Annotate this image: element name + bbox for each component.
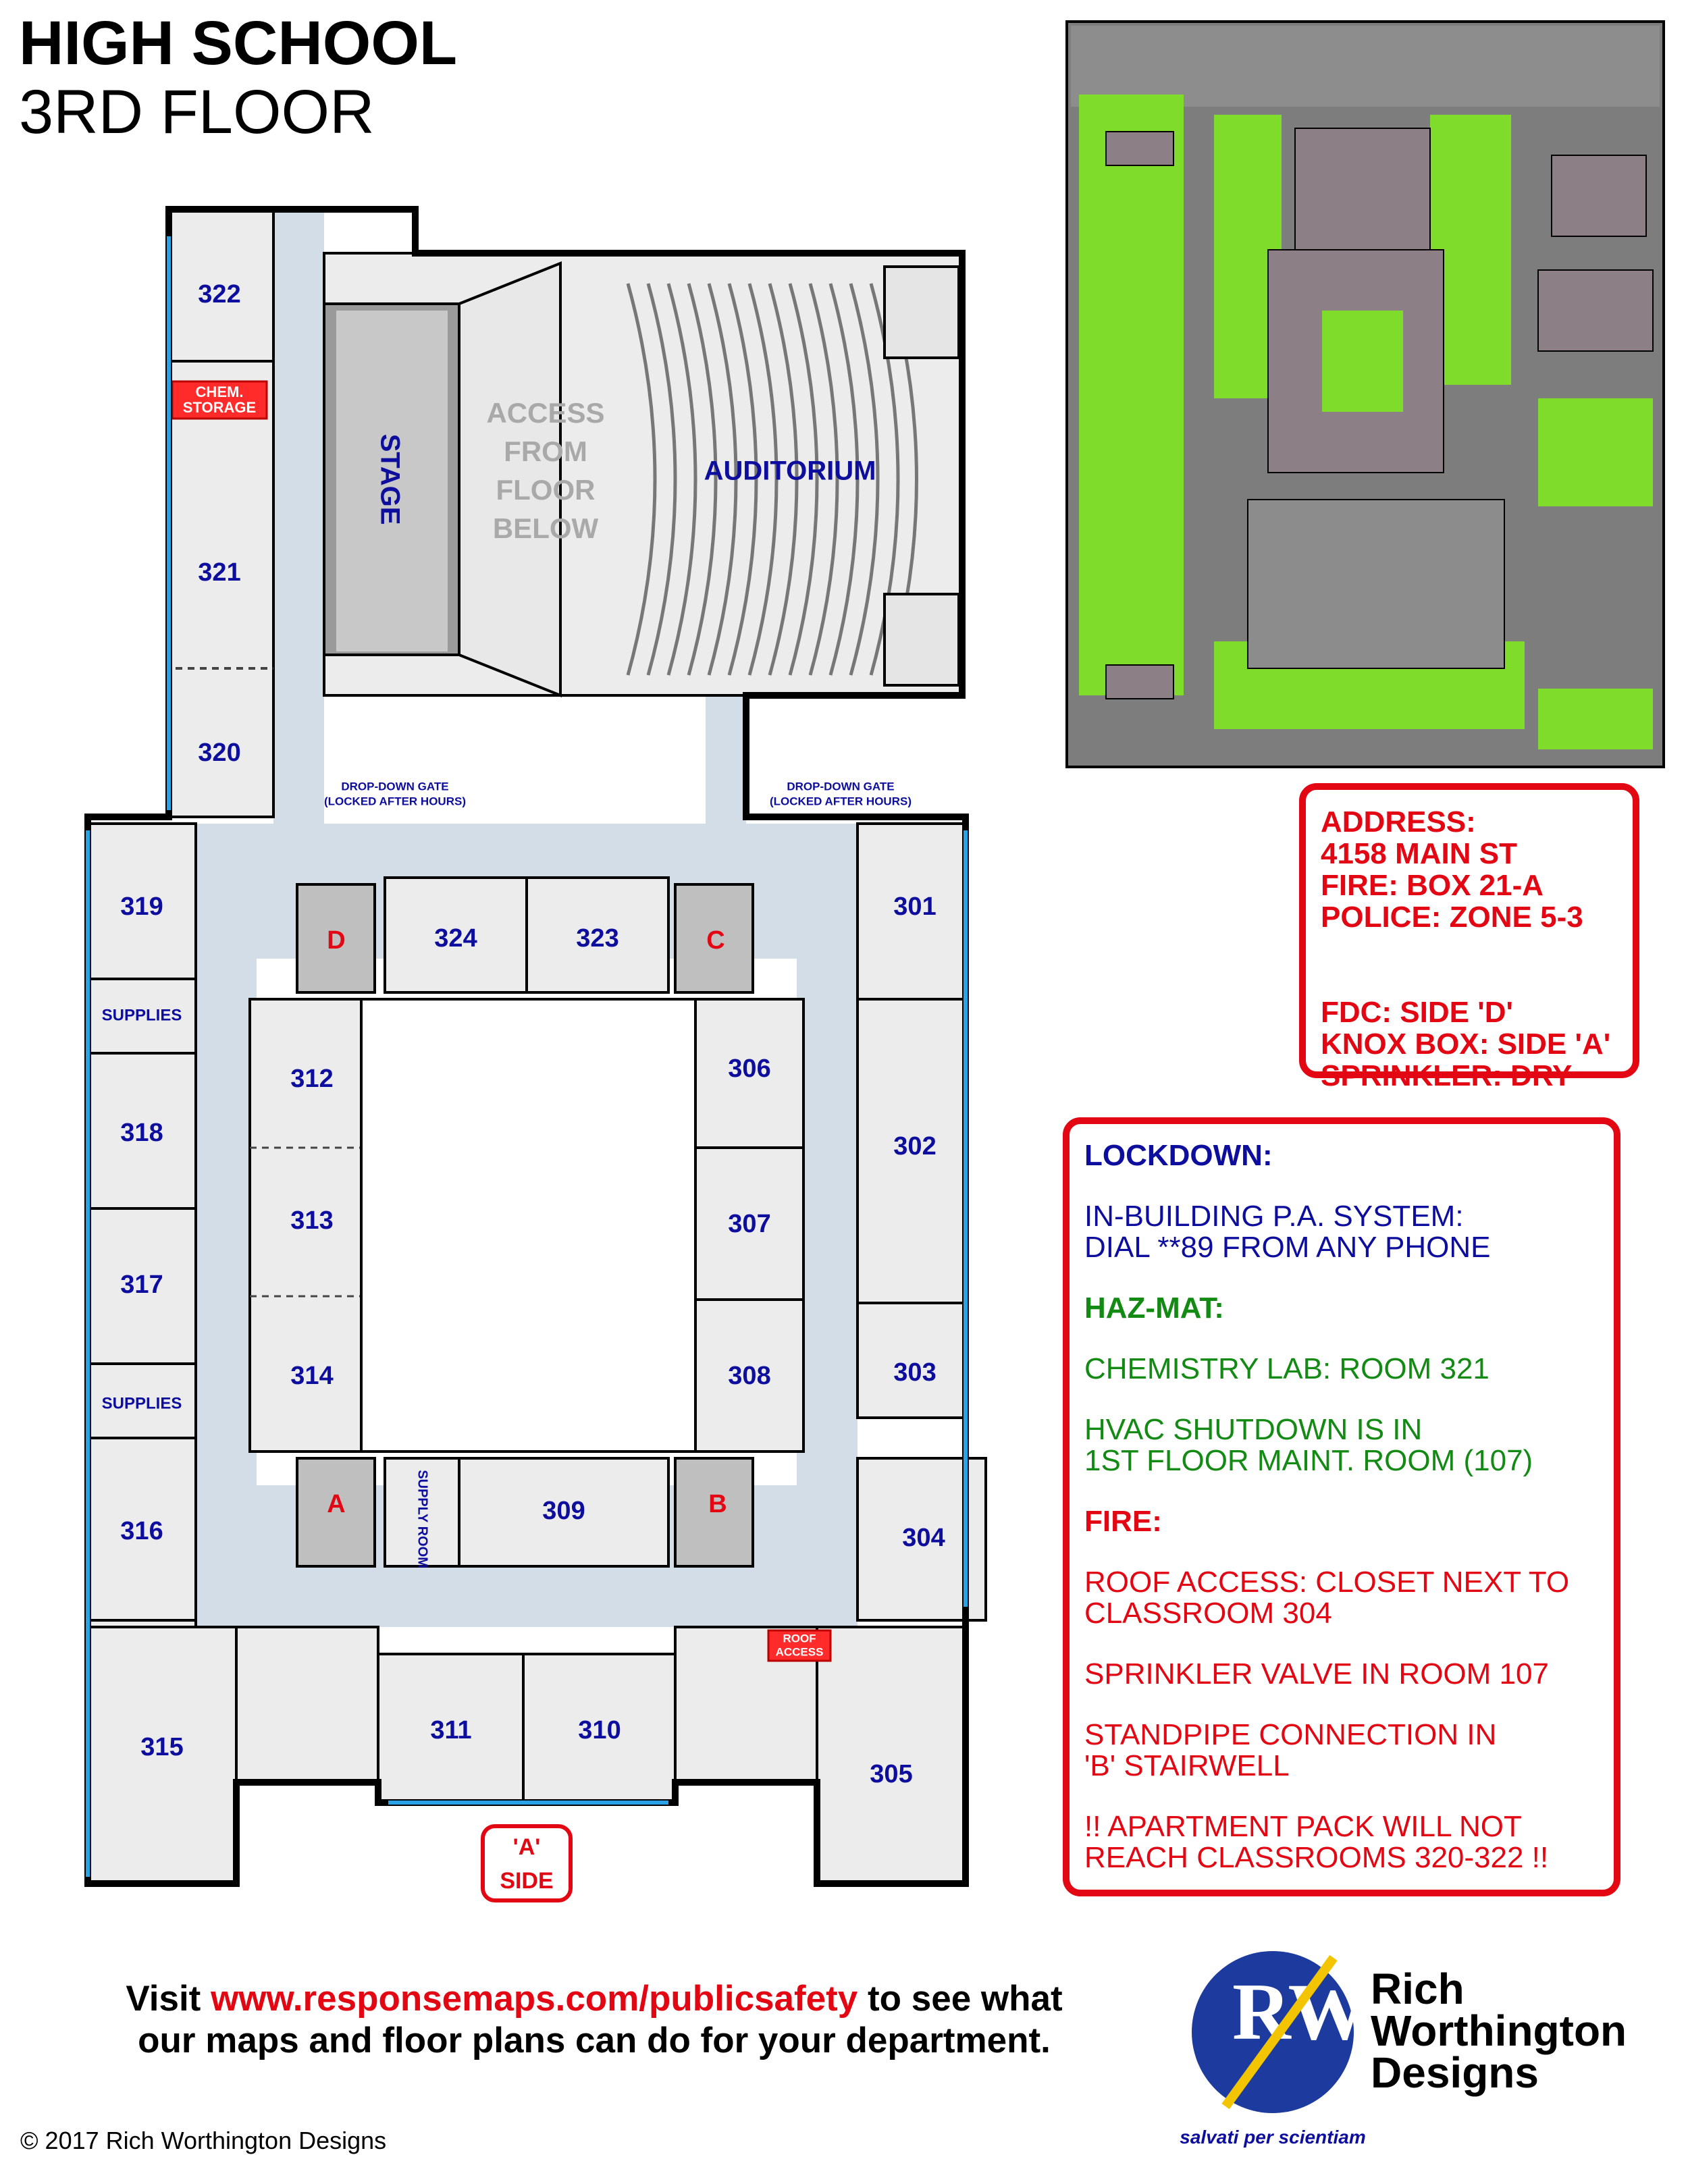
room-301: 301 <box>893 893 936 921</box>
promo-visit: Visit <box>126 1979 211 2019</box>
svg-text:B: B <box>708 1490 727 1518</box>
room-311: 311 <box>430 1716 471 1744</box>
room-303: 303 <box>893 1358 936 1387</box>
roof-access-label: ROOF <box>783 1632 816 1645</box>
svg-text:FLOOR: FLOOR <box>496 474 596 506</box>
stairwell-d: D <box>296 883 376 994</box>
hazmat-heading: HAZ-MAT: <box>1084 1291 1224 1325</box>
svg-text:STORAGE: STORAGE <box>183 399 256 416</box>
room-313: 313 <box>290 1206 333 1235</box>
company-name-line3: Designs <box>1371 2048 1539 2097</box>
address-heading: ADDRESS: <box>1321 805 1476 838</box>
copyright-icon: © <box>20 2127 38 2154</box>
address-box: ADDRESS: 4158 MAIN ST FIRE: BOX 21-A POL… <box>1299 783 1639 1092</box>
svg-text:(LOCKED AFTER HOURS): (LOCKED AFTER HOURS) <box>324 795 466 807</box>
svg-text:'A': 'A' <box>513 1834 541 1860</box>
room-307: 307 <box>728 1210 770 1238</box>
svg-text:D: D <box>327 926 345 955</box>
fdc-side: FDC: SIDE 'D' <box>1321 996 1513 1029</box>
stage-label: STAGE <box>375 434 404 525</box>
site-parking-lot <box>1247 499 1505 669</box>
promo-rest: to see what <box>858 1979 1063 2019</box>
room-316: 316 <box>120 1517 163 1545</box>
fire-text-1: ROOF ACCESS: CLOSET NEXT TO CLASSROOM 30… <box>1084 1566 1570 1630</box>
site-building-main <box>1294 128 1431 250</box>
room-302: 302 <box>893 1132 936 1161</box>
hazmat-text-2: HVAC SHUTDOWN IS IN 1ST FLOOR MAINT. ROO… <box>1084 1413 1533 1477</box>
fire-text-3: STANDPIPE CONNECTION IN 'B' STAIRWELL <box>1084 1718 1497 1782</box>
svg-text:(LOCKED AFTER HOURS): (LOCKED AFTER HOURS) <box>770 795 912 807</box>
fire-text-2: SPRINKLER VALVE IN ROOM 107 <box>1084 1657 1549 1690</box>
svg-text:A: A <box>327 1490 345 1518</box>
stairwell-b: B <box>674 1457 754 1568</box>
room-wing-west-upper <box>167 208 275 818</box>
lockdown-text: IN-BUILDING P.A. SYSTEM: DIAL **89 FROM … <box>1084 1200 1491 1264</box>
rw-pencil-logo-icon: RW <box>1192 1951 1361 2113</box>
company-motto: salvati per scientiam <box>1180 2127 1366 2148</box>
supply-room: SUPPLY ROOM <box>415 1470 430 1568</box>
supplies-room-2: SUPPLIES <box>102 1394 182 1412</box>
svg-text:FROM: FROM <box>504 435 587 467</box>
room-322: 322 <box>198 280 240 309</box>
room-317: 317 <box>120 1271 163 1299</box>
room-308: 308 <box>728 1362 770 1390</box>
room-314: 314 <box>290 1362 333 1390</box>
aud-stair-south <box>883 593 960 687</box>
room-306: 306 <box>728 1055 770 1083</box>
room-309: 309 <box>542 1497 585 1525</box>
courtyard <box>360 998 697 1453</box>
gate-label-west: DROP-DOWN GATE <box>341 780 448 793</box>
fire-heading: FIRE: <box>1084 1505 1162 1538</box>
gate-label-east: DROP-DOWN GATE <box>787 780 894 793</box>
stairwell-a: A <box>296 1457 376 1568</box>
sprinkler-type: SPRINKLER: DRY <box>1321 1059 1573 1092</box>
east-wing <box>856 822 967 1419</box>
chem-storage-label: CHEM. <box>196 383 244 400</box>
room-320: 320 <box>198 739 240 767</box>
hazmat-text-1: CHEMISTRY LAB: ROOM 321 <box>1084 1352 1489 1385</box>
site-map <box>1065 20 1665 768</box>
company-name: Rich Worthington Designs <box>1371 1965 1627 2097</box>
room-318: 318 <box>120 1119 163 1147</box>
svg-text:BELOW: BELOW <box>493 512 599 544</box>
stairwell-c: C <box>674 883 754 994</box>
page-subtitle: 3RD FLOOR <box>19 78 375 147</box>
lockdown-heading: LOCKDOWN: <box>1084 1139 1273 1172</box>
svg-text:C: C <box>706 926 724 955</box>
room-324: 324 <box>434 924 477 953</box>
room-315: 315 <box>140 1733 183 1761</box>
copyright-text: 2017 Rich Worthington Designs <box>45 2127 387 2154</box>
room-323: 323 <box>576 924 618 953</box>
room-305: 305 <box>870 1760 912 1788</box>
knox-box-side: KNOX BOX: SIDE 'A' <box>1321 1028 1611 1061</box>
room-310: 310 <box>578 1716 621 1744</box>
company-name-line1: Rich <box>1371 1965 1465 2013</box>
page-title: HIGH SCHOOL <box>19 9 458 78</box>
company-name-line2: Worthington <box>1371 2006 1627 2055</box>
promo-line2: our maps and floor plans can do for your… <box>138 2021 1051 2060</box>
address-street: 4158 MAIN ST <box>1321 837 1517 870</box>
svg-text:SIDE: SIDE <box>500 1868 553 1894</box>
room-312: 312 <box>290 1065 333 1093</box>
supplies-room-1: SUPPLIES <box>102 1006 182 1024</box>
promo-text: Visit www.responsemaps.com/publicsafety … <box>27 1978 1161 2062</box>
chem-storage-marker <box>171 380 268 420</box>
access-from-below-label: ACCESS <box>486 397 604 429</box>
police-zone: POLICE: ZONE 5-3 <box>1321 901 1583 934</box>
fire-text-4: !! APARTMENT PACK WILL NOT REACH CLASSRO… <box>1084 1810 1549 1874</box>
fire-box: FIRE: BOX 21-A <box>1321 869 1544 902</box>
room-321: 321 <box>198 558 240 587</box>
room-304: 304 <box>902 1524 945 1552</box>
auditorium-label: AUDITORIUM <box>704 456 876 486</box>
room-319: 319 <box>120 893 163 921</box>
a-side-badge <box>481 1824 573 1902</box>
emergency-info-box: LOCKDOWN: IN-BUILDING P.A. SYSTEM: DIAL … <box>1063 1117 1620 1896</box>
aud-stair-north <box>883 265 960 359</box>
svg-text:ACCESS: ACCESS <box>776 1645 824 1658</box>
promo-url[interactable]: www.responsemaps.com/publicsafety <box>211 1979 858 2019</box>
roof-access-marker <box>767 1629 832 1662</box>
copyright-line: © 2017 Rich Worthington Designs <box>20 2127 386 2155</box>
